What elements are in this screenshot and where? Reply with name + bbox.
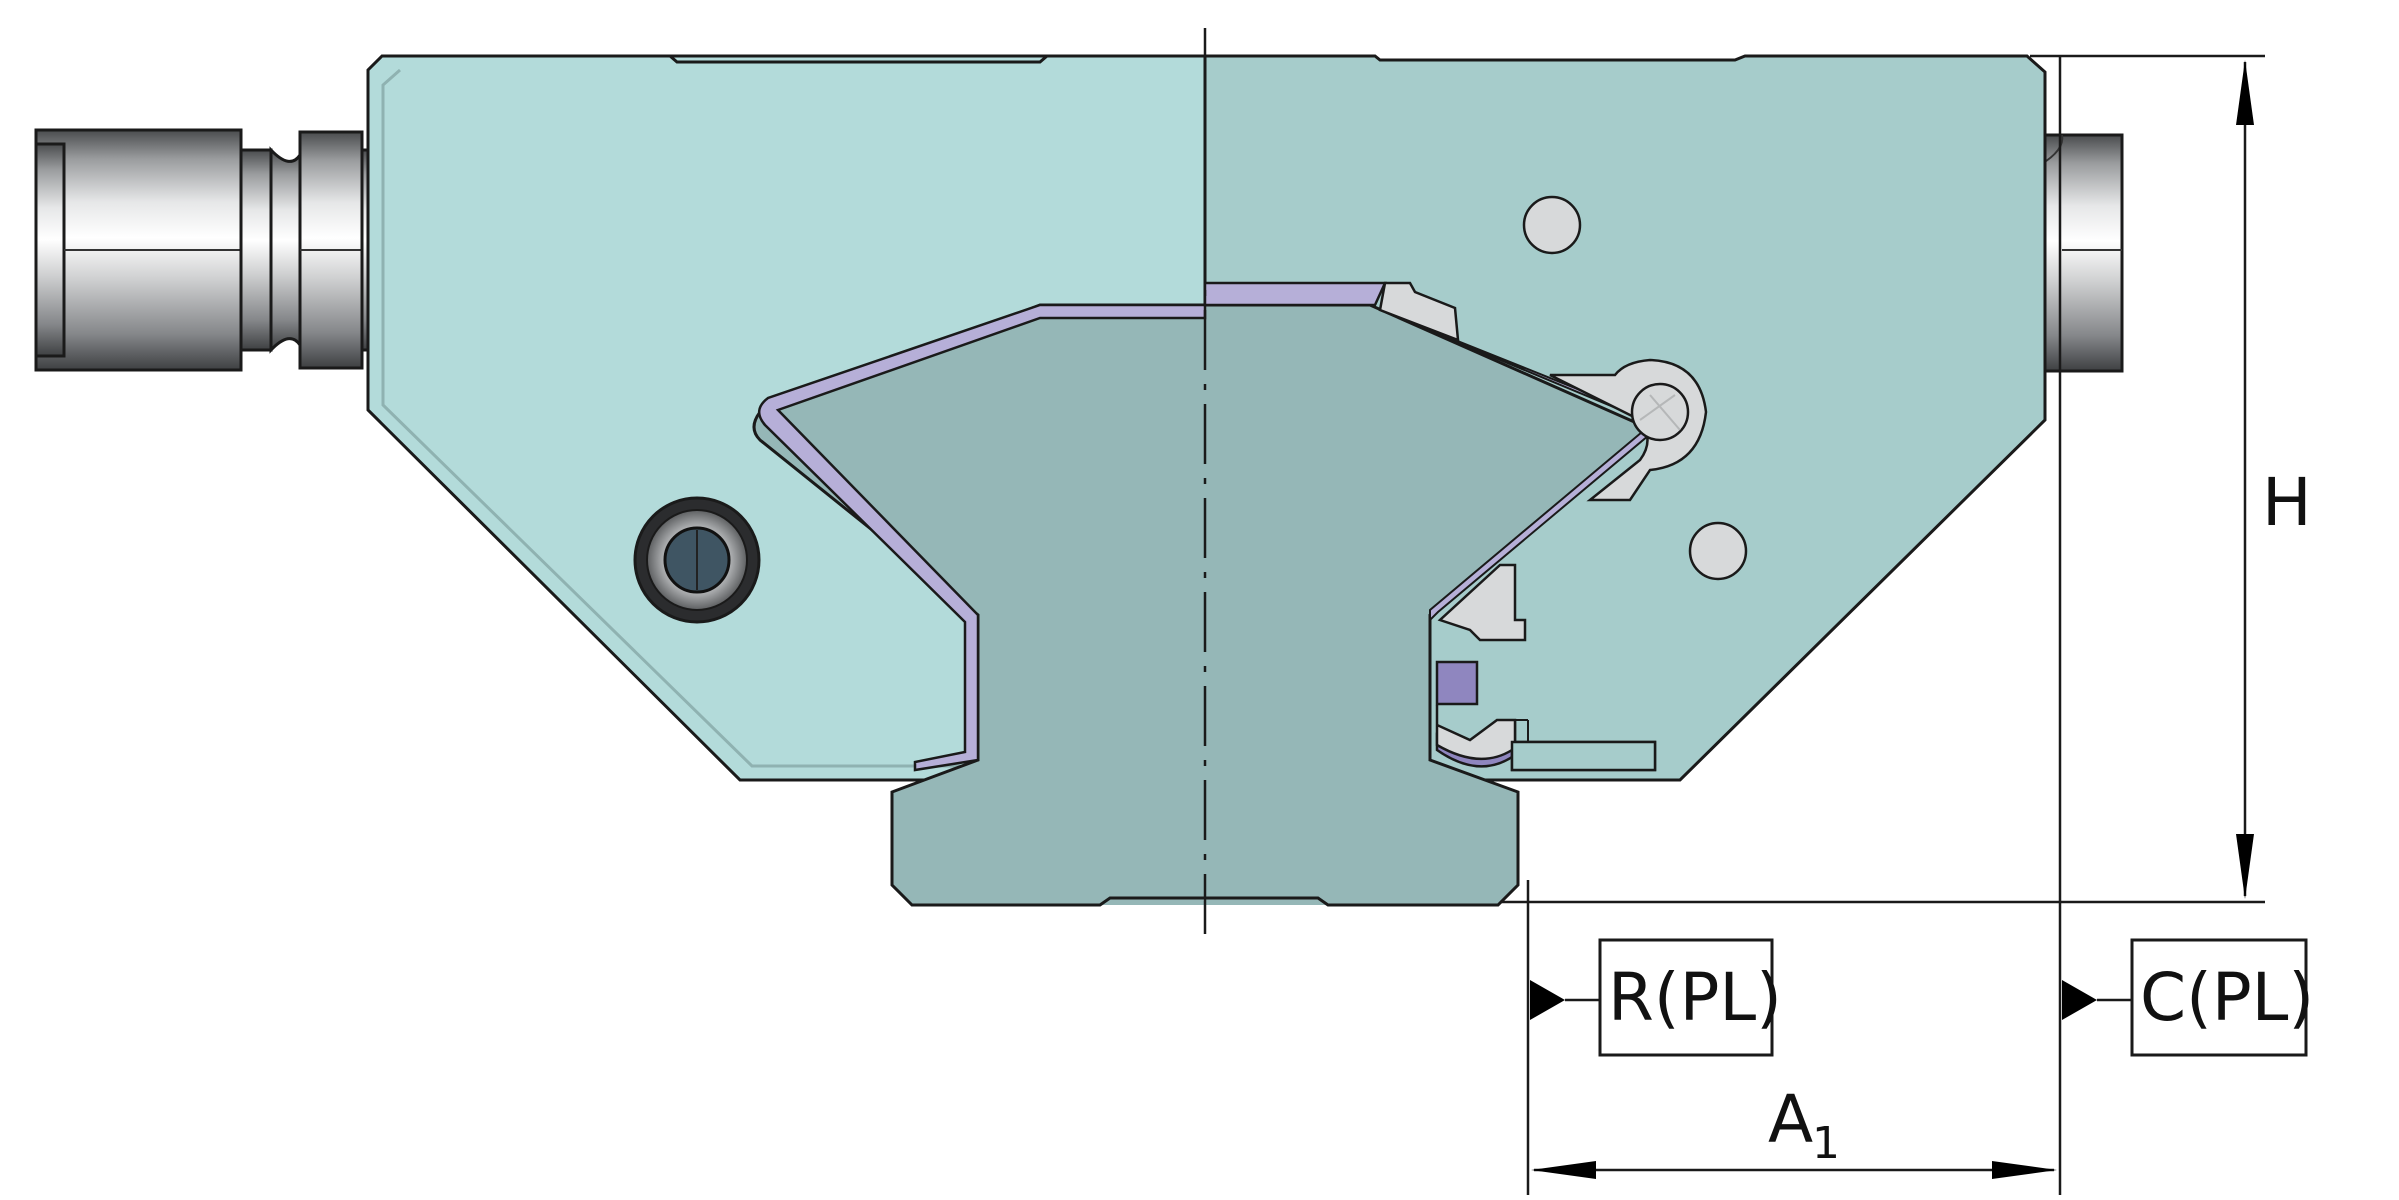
side-lube-port	[633, 496, 761, 624]
fitting-right-body	[2038, 133, 2124, 373]
seal-strip-top-right	[1203, 281, 1387, 307]
retainer-top	[1378, 281, 1460, 342]
mounting-hole-lower	[1688, 521, 1748, 581]
rail-reference-box	[1598, 938, 1774, 1057]
height-label: H	[2262, 464, 2312, 541]
end-plate-strip	[1510, 740, 1657, 772]
rail-outline	[752, 303, 1651, 907]
fitting-neck	[239, 148, 273, 352]
seal-strip-left	[758, 303, 1207, 772]
fitting-hex-cap	[34, 142, 66, 358]
fitting-groove	[269, 146, 302, 354]
height-arrow-bottom	[2236, 834, 2254, 899]
reference-rail: R(PL)	[1526, 880, 1782, 1195]
retainer-parts	[1378, 195, 1748, 772]
a1-label: A	[1768, 1081, 1813, 1158]
lubrication-fitting-left	[34, 128, 384, 372]
a1-arrow-right	[1992, 1161, 2057, 1179]
carriage-reference-label: C(PL)	[2140, 959, 2314, 1036]
a1-subscript: 1	[1812, 1118, 1840, 1169]
carriage-reference-box	[2130, 938, 2308, 1057]
dimension-height: H	[1500, 54, 2312, 904]
seal-dark-insert	[1435, 660, 1479, 706]
reference-carriage: C(PL)	[2058, 56, 2314, 1195]
retainer-lower	[1437, 563, 1527, 642]
guide-rail	[752, 303, 1651, 907]
a1-arrow-left	[1531, 1161, 1596, 1179]
carriage-reference-triangle	[2062, 980, 2097, 1020]
dimension-a1: A 1	[1531, 1081, 2057, 1179]
ball-recirculation	[1630, 382, 1690, 442]
rail-reference-triangle	[1530, 980, 1565, 1020]
height-arrow-top	[2236, 60, 2254, 125]
carriage-left-inner-edge	[381, 68, 1205, 768]
rail-reference-label: R(PL)	[1608, 959, 1782, 1036]
mounting-hole-upper	[1522, 195, 1582, 255]
